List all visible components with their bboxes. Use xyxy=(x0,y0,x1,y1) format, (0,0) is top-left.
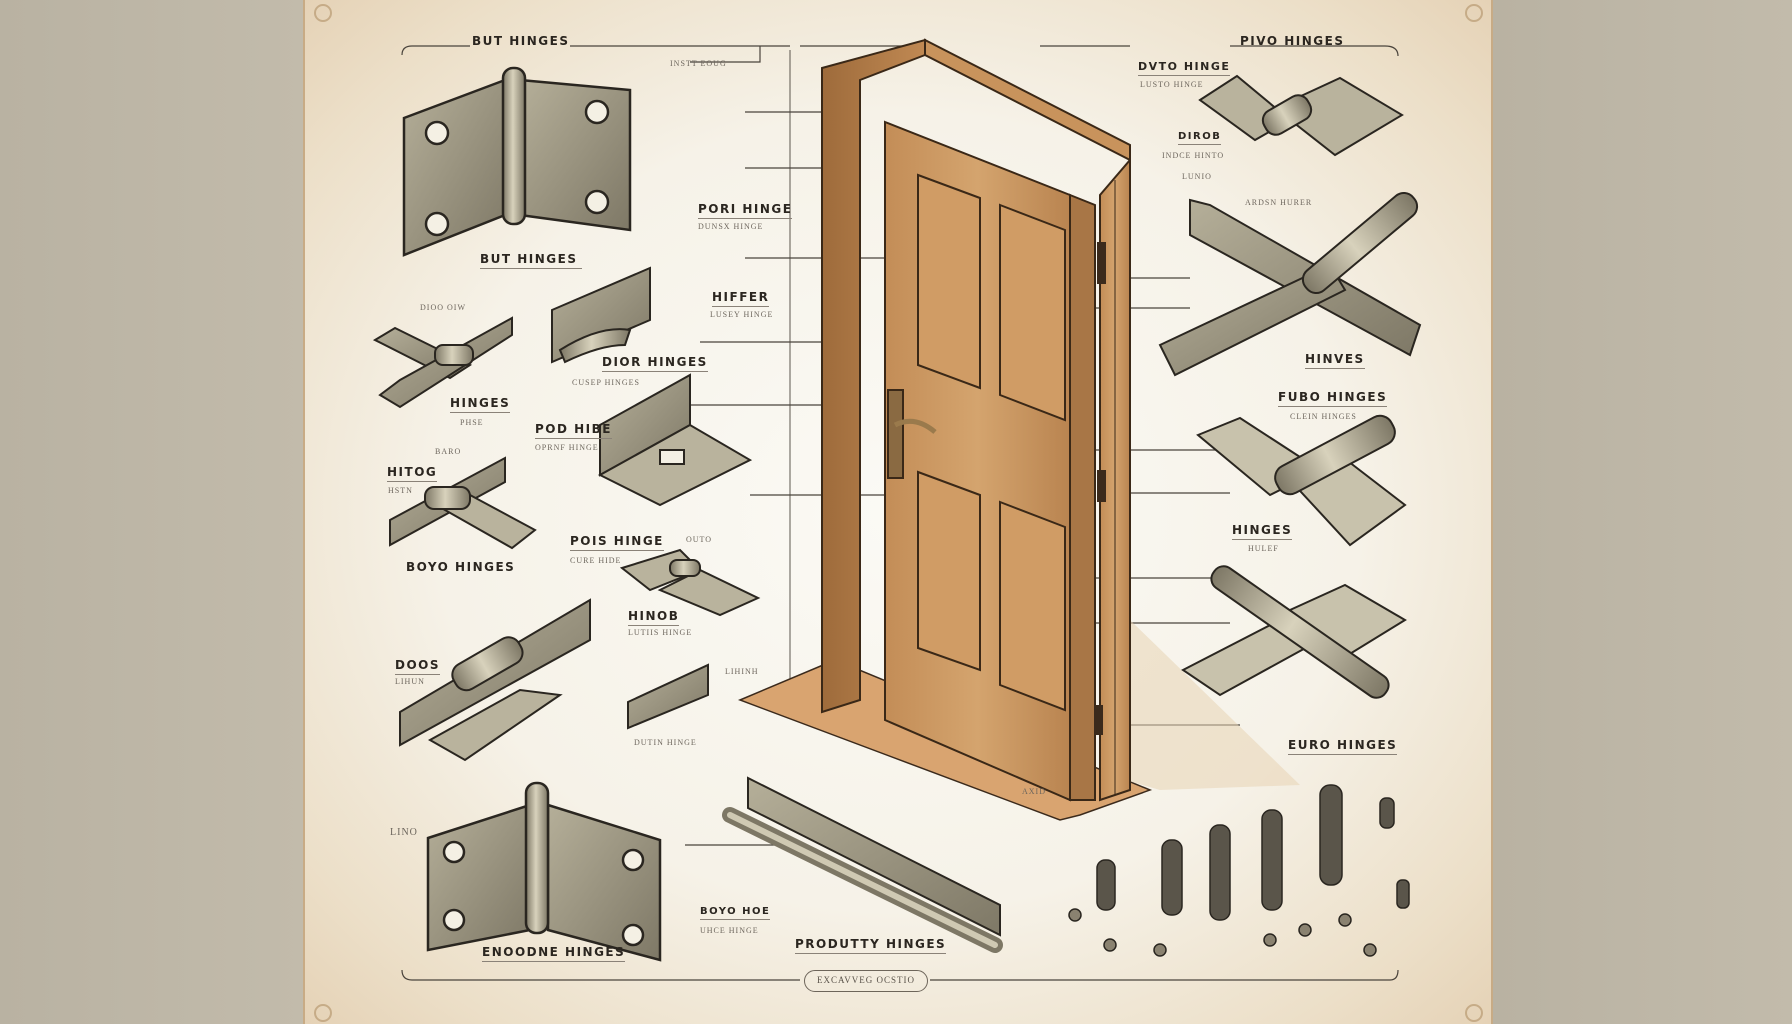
small-plate-hinge xyxy=(627,663,709,730)
butt-hinge-bottom xyxy=(426,781,662,962)
label-hinges-right: HINGES xyxy=(1232,523,1293,540)
note-baro: BARO xyxy=(435,447,462,456)
label-doos: DOOS xyxy=(395,658,441,675)
door xyxy=(884,120,1096,802)
sub-dirob: INDCE HINTO xyxy=(1162,151,1225,160)
label-produtty-hinges: PRODUTTY HINGES xyxy=(795,937,947,954)
label-butt-hinges: BUT HINGES xyxy=(480,252,582,269)
sub-hitog: HSTN xyxy=(388,486,413,495)
sub-hinob: LUTIIS HINGE xyxy=(628,628,693,637)
screws xyxy=(1068,784,1410,957)
header-left-title: BUT HINGES xyxy=(472,34,570,48)
label-pois-hinge: POIS HINGE xyxy=(570,534,664,551)
label-dirob: DIROB xyxy=(1178,131,1222,145)
pin-icon xyxy=(1465,4,1483,22)
sub-doos: LIHUN xyxy=(395,677,425,686)
header-right-title: PIVO HINGES xyxy=(1240,34,1345,48)
sub-hinges-right: HULEF xyxy=(1248,544,1279,553)
piano-hinge xyxy=(722,776,1003,953)
wall-left xyxy=(0,0,303,1024)
label-lihinh: LIHINH xyxy=(725,667,759,676)
sub-fubo-hinges: CLEIN HINGES xyxy=(1290,412,1357,421)
strap-hinge-small xyxy=(372,316,513,409)
sub-hiffer: LUSEY HINGE xyxy=(710,310,774,319)
note-dioo: DIOO OIW xyxy=(420,303,466,312)
label-pori-hinge: PORI HINGE xyxy=(698,202,793,219)
label-hinves: HINVES xyxy=(1305,352,1365,369)
sub-dvto-hinge: LUSTO HINGE xyxy=(1140,80,1204,89)
label-pod-hibe: POD HIBE xyxy=(535,422,612,439)
butt-hinge-large xyxy=(402,66,632,257)
flag-hinge xyxy=(551,266,651,364)
tee-hinge-small xyxy=(389,456,537,550)
pin-icon xyxy=(314,1004,332,1022)
label-dvto-hinge: DVTO HINGE xyxy=(1138,60,1231,76)
lift-off-hinge xyxy=(399,598,591,762)
label-fubo-hinges: FUBO HINGES xyxy=(1278,390,1388,407)
label-hiffer: HIFFER xyxy=(712,290,770,307)
door-frame xyxy=(821,38,1131,802)
sub-pori-hinge: DUNSX HINGE xyxy=(698,222,764,231)
label-euro-hinges: EURO HINGES xyxy=(1288,738,1398,755)
label-hinob: HINOB xyxy=(628,609,680,626)
top-note: INSTT EOUG xyxy=(670,59,727,68)
tiny-butt-hinge xyxy=(619,548,761,617)
bottom-caption-badge: EXCAVVEG OCSTIO xyxy=(804,970,928,992)
sub-pois-hinge: CURE HIDE xyxy=(570,556,622,565)
sub-hinges-left: PHSE xyxy=(460,418,484,427)
angle-hinge xyxy=(597,373,753,507)
pin-icon xyxy=(314,4,332,22)
lift-pin-hinge xyxy=(1196,414,1407,547)
sub-pod-hibe: OPRNF HINGE xyxy=(535,443,599,452)
pin-icon xyxy=(1465,1004,1483,1022)
cross-pivot-hinge xyxy=(1158,191,1422,377)
label-lino: LINO xyxy=(390,827,418,838)
note-ardsn: ARDSN HURER xyxy=(1245,198,1313,207)
sub-dutin-hinge: DUTIN HINGE xyxy=(634,738,697,747)
note-lunio: LUNIO xyxy=(1182,172,1212,181)
door-hinges xyxy=(1094,242,1106,735)
note-outo: OUTO xyxy=(686,535,713,544)
label-dior-hinges: DIOR HINGES xyxy=(602,355,708,372)
label-boyo-hinges: BOYO HINGES xyxy=(406,560,516,574)
pivot-hinge-top xyxy=(1198,74,1404,157)
label-hinges-left: HINGES xyxy=(450,396,511,413)
label-enoodne-hinges: ENOODNE HINGES xyxy=(482,945,626,962)
label-hitog: HITOG xyxy=(387,465,438,482)
euro-hinge xyxy=(1181,565,1407,699)
sub-dior-hinges: CUSEP HINGES xyxy=(572,378,640,387)
label-boyo-hoe: BOYO HOE xyxy=(700,906,771,920)
wall-right xyxy=(1493,0,1792,1024)
sub-boyo-hoe: UHCE HINGE xyxy=(700,926,759,935)
floor-mark: AXID xyxy=(1022,787,1046,796)
